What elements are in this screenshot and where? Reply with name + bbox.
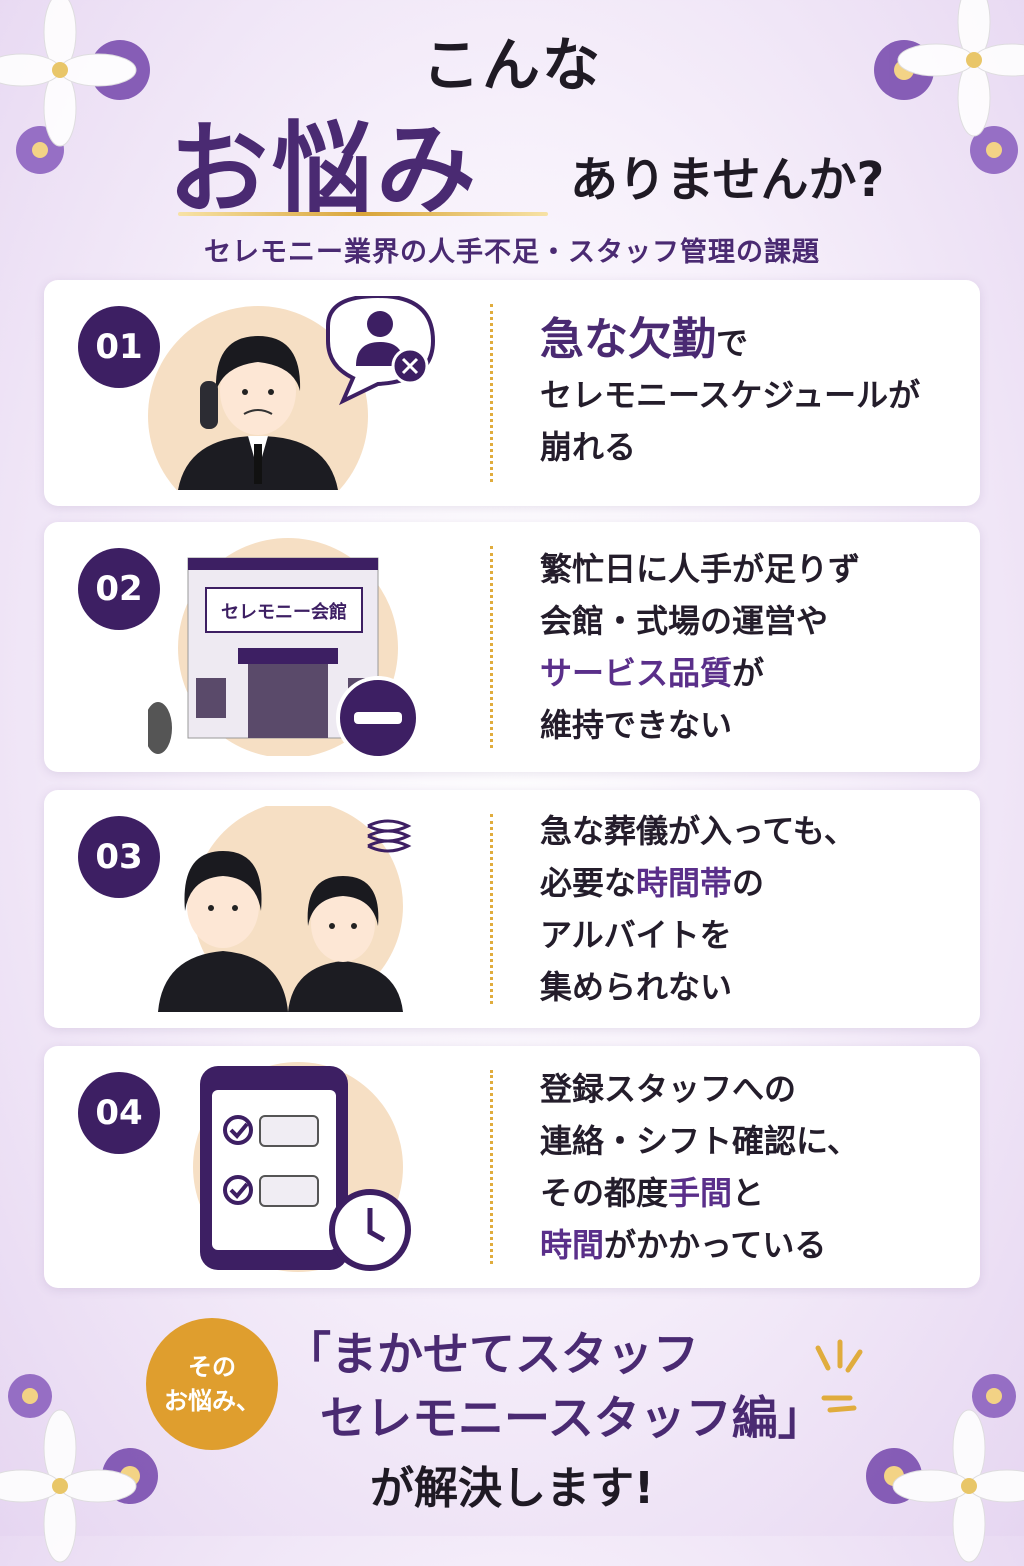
card-number-badge: 04: [78, 1072, 160, 1154]
absent-staff-phone-illustration: [148, 296, 436, 490]
headline-main: お悩み: [168, 111, 480, 228]
card-emphasis: 時間帯: [636, 864, 733, 902]
cta-closing: が解決します!: [369, 1463, 655, 1514]
card-number-badge: 03: [78, 816, 160, 898]
ceremony-hall-illustration: セレモニー会館: [148, 538, 420, 756]
problem-card-02: 02 セレモニー会館 繁忙日に人手が足りず 会館・式場の運営や サービス品質が …: [44, 522, 980, 772]
card-emphasis: 急な欠勤: [540, 313, 716, 365]
page-subtitle: セレモニー業界の人手不足・スタッフ管理の課題: [204, 237, 820, 268]
card-text: 登録スタッフへの 連絡・シフト確認に、 その都度手間と 時間がかかっている: [540, 1070, 860, 1264]
headline-suffix: ありませんか?: [570, 152, 885, 208]
problem-card-04: 04 登録スタッフへの 連絡・シフト確認に、 その都度手間と 時間がかかっている: [44, 1046, 980, 1288]
dotted-divider: [490, 1070, 493, 1264]
sparkle-icon: [815, 1339, 863, 1413]
problem-card-01: 01 急な欠勤で セレモニースケジュールが 崩れる: [44, 280, 980, 506]
smartphone-schedule-illustration: [193, 1062, 411, 1272]
card-text: 急な欠勤で セレモニースケジュールが 崩れる: [540, 313, 921, 466]
cta-service-name-line1: 「まかせてスタッフ: [285, 1327, 699, 1381]
card-text: 急な葬儀が入っても、 必要な時間帯の アルバイトを 集められない: [540, 812, 856, 1006]
dotted-divider: [490, 546, 493, 748]
card-number-badge: 01: [78, 306, 160, 388]
cta-badge: その お悩み、: [146, 1318, 278, 1450]
card-emphasis: サービス品質: [540, 654, 733, 692]
hall-sign: セレモニー会館: [221, 601, 347, 623]
headline-top: こんな: [421, 31, 602, 99]
card-emphasis: 手間: [668, 1174, 733, 1212]
gold-underline: [178, 212, 548, 216]
card-emphasis: 時間: [540, 1226, 605, 1264]
dotted-divider: [490, 304, 493, 482]
dotted-divider: [490, 814, 493, 1004]
problem-card-03: 03 急な葬儀が入っても、 必要な時間帯の アルバイトを 集められない: [44, 790, 980, 1028]
cta-service-name-line2: セレモニースタッフ編」: [320, 1391, 824, 1445]
card-text: 繁忙日に人手が足りず 会館・式場の運営や サービス品質が 維持できない: [540, 550, 861, 744]
card-number-badge: 02: [78, 548, 160, 630]
worried-staff-illustration: [158, 806, 412, 1012]
